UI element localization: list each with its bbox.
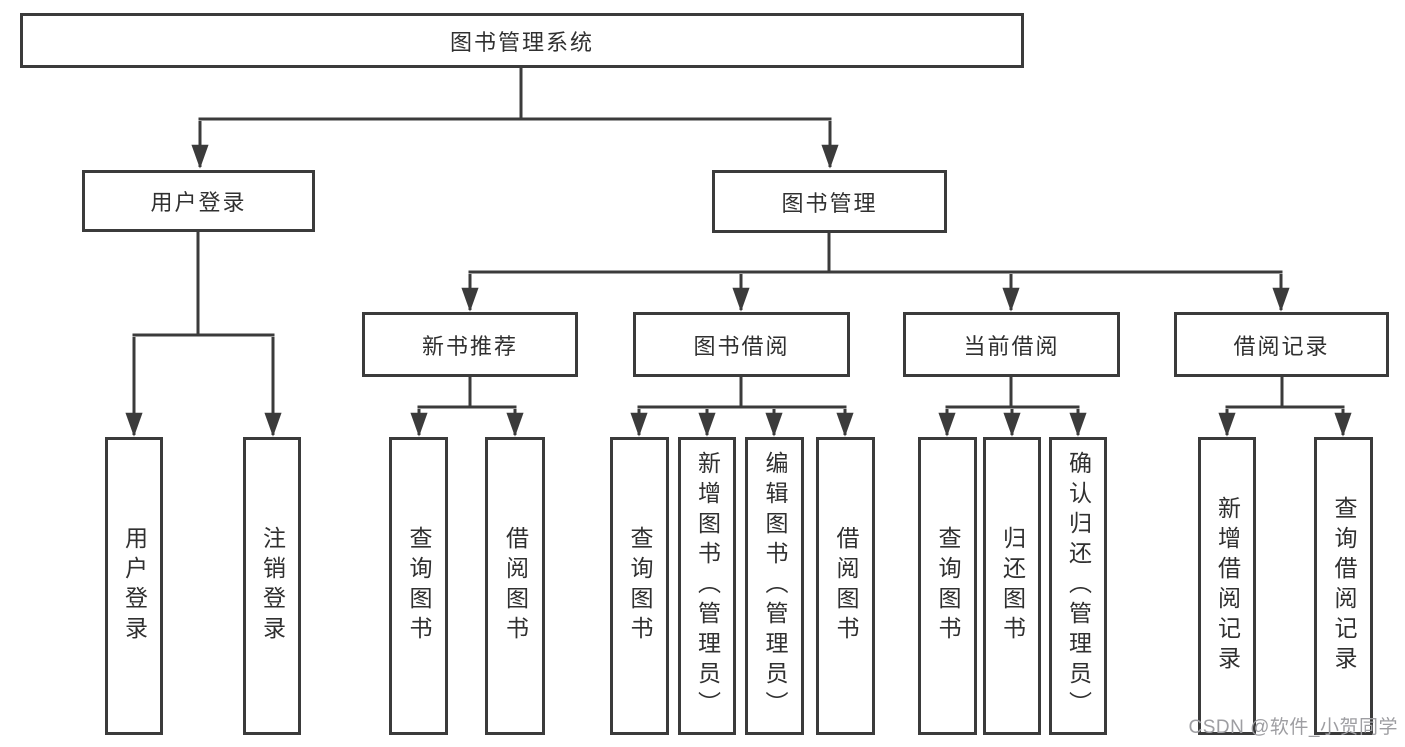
node-current-borrow-label: 当前借阅	[963, 333, 1060, 359]
leaf-add-borrow-record-label: 新增借阅记录	[1214, 496, 1241, 676]
leaf-add-book-admin-label: 新增图书（管理员）	[694, 451, 721, 721]
node-book-management-label: 图书管理	[781, 190, 878, 216]
leaf-borrow-books-recommend: 借阅图书	[485, 437, 545, 735]
leaf-logout: 注销登录	[243, 437, 301, 735]
leaf-borrow-books-label: 借阅图书	[833, 526, 859, 646]
leaf-query-books-borrow: 查询图书	[610, 437, 669, 735]
node-library-system: 图书管理系统	[20, 13, 1024, 68]
leaf-query-borrow-record: 查询借阅记录	[1314, 437, 1373, 735]
leaf-borrow-books: 借阅图书	[816, 437, 875, 735]
node-book-management: 图书管理	[712, 170, 947, 233]
leaf-confirm-return-admin: 确认归还（管理员）	[1049, 437, 1107, 735]
leaf-query-books-current-label: 查询图书	[935, 526, 961, 646]
node-book-borrow-label: 图书借阅	[693, 333, 790, 359]
leaf-edit-book-admin-label: 编辑图书（管理员）	[762, 451, 788, 721]
leaf-user-login: 用户登录	[105, 437, 163, 735]
leaf-logout-label: 注销登录	[259, 526, 286, 646]
node-new-book-recommend: 新书推荐	[362, 312, 578, 377]
leaf-query-books-current: 查询图书	[918, 437, 977, 735]
leaf-add-book-admin: 新增图书（管理员）	[678, 437, 736, 735]
watermark: CSDN @软件_小贺同学	[1188, 717, 1398, 738]
leaf-query-borrow-record-label: 查询借阅记录	[1331, 496, 1357, 676]
leaf-return-books-label: 归还图书	[999, 526, 1026, 646]
leaf-query-books-recommend-label: 查询图书	[406, 526, 432, 646]
node-book-borrow: 图书借阅	[633, 312, 850, 377]
leaf-edit-book-admin: 编辑图书（管理员）	[745, 437, 804, 735]
leaf-query-books-recommend: 查询图书	[389, 437, 448, 735]
leaf-borrow-books-recommend-label: 借阅图书	[502, 526, 529, 646]
node-current-borrow: 当前借阅	[903, 312, 1120, 377]
node-borrow-records-label: 借阅记录	[1233, 333, 1330, 359]
node-library-system-label: 图书管理系统	[449, 29, 594, 55]
leaf-query-books-borrow-label: 查询图书	[627, 526, 653, 646]
leaf-confirm-return-admin-label: 确认归还（管理员）	[1065, 451, 1092, 721]
node-user-login: 用户登录	[82, 170, 315, 232]
node-borrow-records: 借阅记录	[1174, 312, 1389, 377]
node-user-login-label: 用户登录	[150, 190, 247, 215]
leaf-return-books: 归还图书	[983, 437, 1041, 735]
leaf-user-login-label: 用户登录	[121, 526, 148, 646]
leaf-add-borrow-record: 新增借阅记录	[1198, 437, 1256, 735]
node-new-book-recommend-label: 新书推荐	[421, 333, 518, 359]
